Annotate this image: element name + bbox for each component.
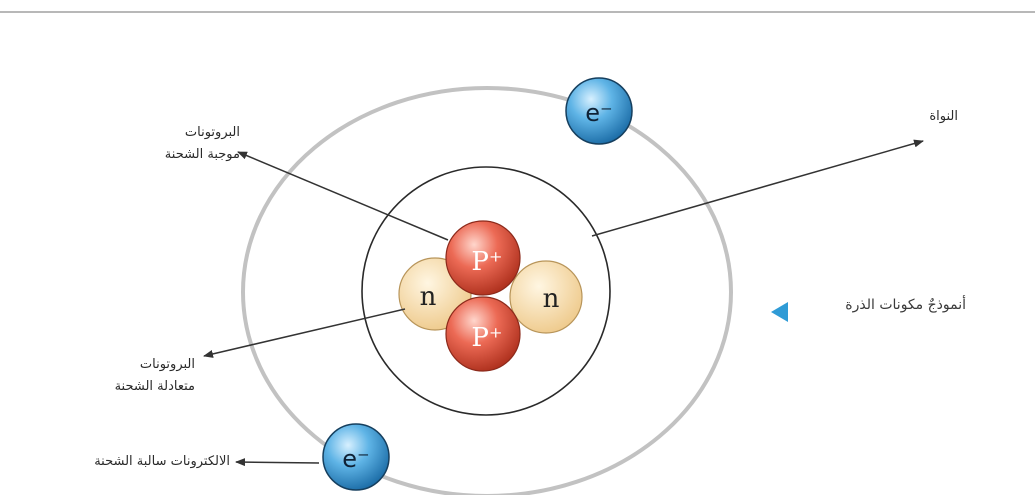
electron-bottom-symbol: e⁻ xyxy=(342,445,369,473)
electron-top xyxy=(565,77,633,145)
protons-label: البروتونات موجبة الشحنة xyxy=(110,122,240,166)
proton-top-symbol: P⁺ xyxy=(471,247,502,277)
protons-label-line2: موجبة الشحنة xyxy=(164,147,240,162)
arrow-nucleus xyxy=(591,139,924,237)
neutron-right xyxy=(509,260,583,334)
caption-marker-icon xyxy=(771,302,788,322)
electron-top-symbol: e⁻ xyxy=(585,99,612,127)
proton-bottom xyxy=(445,296,521,372)
nucleus-label: النواة xyxy=(929,109,958,124)
diagram-caption: أنموذجٌ مكونات الذرة xyxy=(845,297,966,313)
protons-label-line1: البروتونات xyxy=(184,125,240,140)
neutrons-label-line1: البروتونات xyxy=(139,357,195,372)
neutron-left-symbol: n xyxy=(420,282,437,312)
arrow-electrons xyxy=(235,458,320,467)
proton-top xyxy=(445,220,521,296)
proton-bottom-symbol: P⁺ xyxy=(471,323,502,353)
electron-orbit xyxy=(241,86,733,495)
neutrons-label-line2: متعادلة الشحنة xyxy=(114,379,195,394)
electron-bottom xyxy=(322,423,390,491)
electrons-label: الالكترونات سالبة الشحنة xyxy=(94,454,230,469)
arrow-neutrons xyxy=(203,308,406,358)
neutron-right-symbol: n xyxy=(543,284,560,314)
top-divider xyxy=(0,11,1035,13)
neutrons-label: البروتونات متعادلة الشحنة xyxy=(95,354,195,398)
arrow-protons xyxy=(237,151,449,241)
